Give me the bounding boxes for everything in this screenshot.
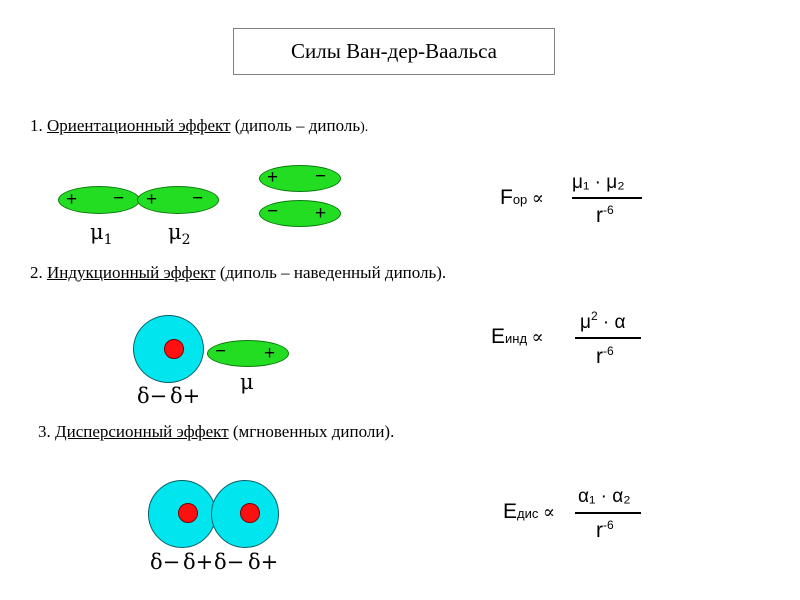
mu1-subscript: 1 xyxy=(103,232,113,248)
formula-induct-subscript: инд xyxy=(505,331,528,346)
atom-2 xyxy=(211,480,279,548)
formula-induct-den-exp: -6 xyxy=(603,344,614,358)
formula-disp-den-base: r xyxy=(596,519,603,542)
dipole-1-minus: − xyxy=(113,188,125,209)
formula-induct-bar xyxy=(575,337,641,339)
formula-induct-den-base: r xyxy=(596,345,603,368)
formula-orient-bar xyxy=(572,197,642,199)
dipole-3-minus: − xyxy=(315,166,327,187)
dipole-inducing xyxy=(207,340,289,367)
section-3-detail: (мгновенных диполи). xyxy=(232,422,395,441)
atom-1-nucleus xyxy=(178,503,198,523)
section-1-number: 1. xyxy=(30,116,43,135)
formula-orient-den-base: r xyxy=(596,204,603,227)
dipole-4 xyxy=(259,200,341,227)
dipole-4-plus: + xyxy=(315,203,327,224)
section-1-name: Ориентационный эффект xyxy=(47,116,231,135)
formula-disp-lhs: Eдис ∝ xyxy=(503,500,555,524)
atom-2-delta-minus: δ− xyxy=(214,550,245,574)
dipole-1 xyxy=(58,186,140,214)
formula-disp-symbol: E xyxy=(503,500,518,523)
induced-delta-minus: δ− xyxy=(137,384,168,408)
dipole-inducing-minus: − xyxy=(215,341,227,362)
dipole-2-plus: + xyxy=(146,189,158,210)
atom-1-delta-plus: δ+ xyxy=(183,550,214,574)
section-3-name: Дисперсионный эффект xyxy=(55,422,229,441)
mu1-symbol: μ xyxy=(90,220,104,244)
formula-induct-symbol: E xyxy=(491,325,506,348)
formula-induct-proportional: ∝ xyxy=(531,327,544,348)
section-2-heading: 2. Индукционный эффект (диполь – наведен… xyxy=(30,263,446,283)
dipole-3 xyxy=(259,165,341,192)
formula-orient-lhs: Fор ∝ xyxy=(500,186,544,210)
formula-induct-num-base: μ xyxy=(580,312,591,333)
atom-nucleus xyxy=(164,339,184,359)
mu1-label: μ1 xyxy=(90,220,113,248)
formula-induct-lhs: Eинд ∝ xyxy=(491,325,544,349)
mu2-symbol: μ xyxy=(168,220,182,244)
formula-orient-numerator: μ₁ · μ₂ xyxy=(572,172,625,193)
formula-induct-denominator: r-6 xyxy=(596,344,614,369)
page-title: Силы Ван-дер-Ваальса xyxy=(291,39,497,63)
formula-orient-subscript: ор xyxy=(512,192,528,207)
atom-2-delta-plus: δ+ xyxy=(248,550,279,574)
dipole-2-minus: − xyxy=(192,188,204,209)
section-1-tail: ). xyxy=(360,120,369,135)
mu2-subscript: 2 xyxy=(181,232,191,248)
atom-1-delta-minus: δ− xyxy=(150,550,181,574)
formula-orient-denominator: r-6 xyxy=(596,203,614,228)
formula-orient-den-exp: -6 xyxy=(603,203,614,217)
section-3-heading: 3. Дисперсионный эффект (мгновенных дипо… xyxy=(38,422,394,442)
title-box: Силы Ван-дер-Ваальса xyxy=(233,28,555,75)
formula-orient-proportional: ∝ xyxy=(531,188,544,209)
atom-2-nucleus xyxy=(240,503,260,523)
formula-disp-numerator: α₁ · α₂ xyxy=(578,486,631,507)
formula-disp-denominator: r-6 xyxy=(596,518,614,543)
mu2-label: μ2 xyxy=(168,220,191,248)
section-2-number: 2. xyxy=(30,263,43,282)
section-1-heading: 1. Ориентационный эффект (диполь – дипол… xyxy=(30,116,368,136)
dipole-4-minus: − xyxy=(267,201,279,222)
formula-disp-proportional: ∝ xyxy=(542,502,556,523)
section-2-name: Индукционный эффект xyxy=(47,263,216,282)
formula-disp-den-exp: -6 xyxy=(603,518,614,532)
dipole-2 xyxy=(137,186,219,214)
formula-orient-symbol: F xyxy=(500,186,513,209)
mu-label: μ xyxy=(240,370,254,394)
section-3-number: 3. xyxy=(38,422,51,441)
formula-induct-num-exp: 2 xyxy=(590,309,598,323)
formula-disp-subscript: дис xyxy=(517,506,539,521)
dipole-3-plus: + xyxy=(267,167,279,188)
section-1-detail: (диполь – диполь xyxy=(234,116,361,135)
formula-induct-num-rest: · α xyxy=(597,312,626,333)
dipole-inducing-plus: + xyxy=(264,343,276,364)
formula-disp-bar xyxy=(575,512,641,514)
induced-delta-plus: δ+ xyxy=(170,384,201,408)
dipole-1-plus: + xyxy=(66,189,78,210)
section-2-detail: (диполь – наведенный диполь). xyxy=(219,263,447,282)
formula-induct-numerator: μ2 · α xyxy=(580,309,626,334)
